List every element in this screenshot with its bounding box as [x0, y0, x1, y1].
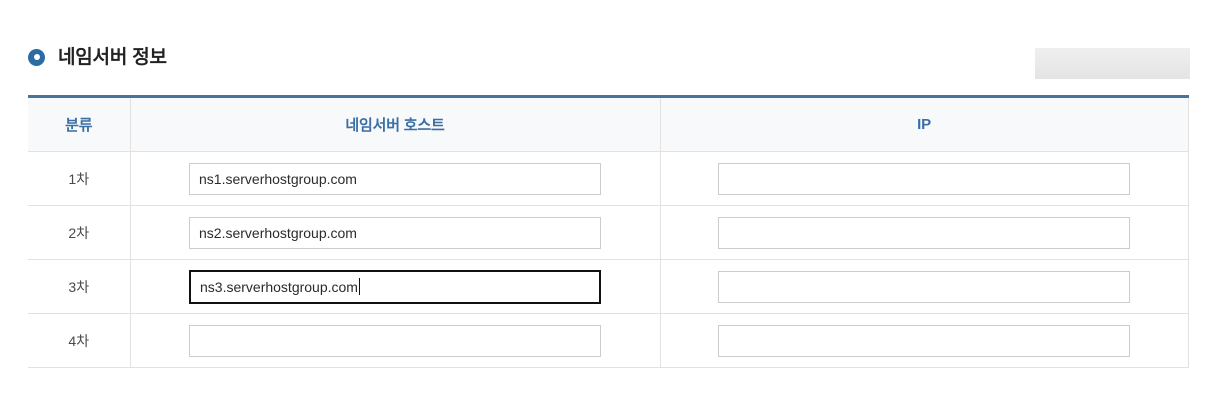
- table-row: 3차 ns3.serverhostgroup.com: [28, 259, 1189, 314]
- table-row: 2차 ns2.serverhostgroup.com: [28, 205, 1189, 260]
- filled-circle-bullet-icon: [28, 48, 45, 66]
- nameserver-ip-input-4[interactable]: [718, 324, 1130, 357]
- ip-cell: [660, 259, 1189, 314]
- column-header-host: 네임서버 호스트: [130, 96, 661, 152]
- table-header-row: 분류 네임서버 호스트 IP: [28, 96, 1189, 152]
- row-type-label: 4차: [28, 313, 131, 368]
- nameserver-host-input-1[interactable]: ns1.serverhostgroup.com: [189, 162, 601, 195]
- host-cell: ns3.serverhostgroup.com: [130, 259, 661, 314]
- nameserver-host-input-2[interactable]: ns2.serverhostgroup.com: [189, 216, 601, 249]
- nameserver-ip-input-1[interactable]: [718, 162, 1130, 195]
- nameserver-ip-input-2[interactable]: [718, 216, 1130, 249]
- column-header-ip: IP: [660, 96, 1189, 152]
- table-row: 1차 ns1.serverhostgroup.com: [28, 151, 1189, 206]
- nameserver-table: 분류 네임서버 호스트 IP 1차 ns1.serverhostgroup.co…: [28, 95, 1189, 368]
- nameserver-ip-input-3[interactable]: [718, 270, 1130, 303]
- host-cell: ns1.serverhostgroup.com: [130, 151, 661, 206]
- page-title: 네임서버 정보: [58, 46, 167, 68]
- redaction-overlay: [1035, 48, 1190, 79]
- ip-cell: [660, 205, 1189, 260]
- text-cursor: [358, 278, 360, 295]
- table-row: 4차: [28, 313, 1189, 368]
- nameserver-host-input-3[interactable]: ns3.serverhostgroup.com: [189, 269, 601, 304]
- row-type-label: 3차: [28, 259, 131, 314]
- row-type-label: 2차: [28, 205, 131, 260]
- nameserver-host-input-4[interactable]: [189, 324, 601, 357]
- ip-cell: [660, 151, 1189, 206]
- row-type-label: 1차: [28, 151, 131, 206]
- ip-cell: [660, 313, 1189, 368]
- host-cell: ns2.serverhostgroup.com: [130, 205, 661, 260]
- host-cell: [130, 313, 661, 368]
- section-header: 네임서버 정보: [28, 40, 167, 74]
- column-header-type: 분류: [28, 96, 131, 152]
